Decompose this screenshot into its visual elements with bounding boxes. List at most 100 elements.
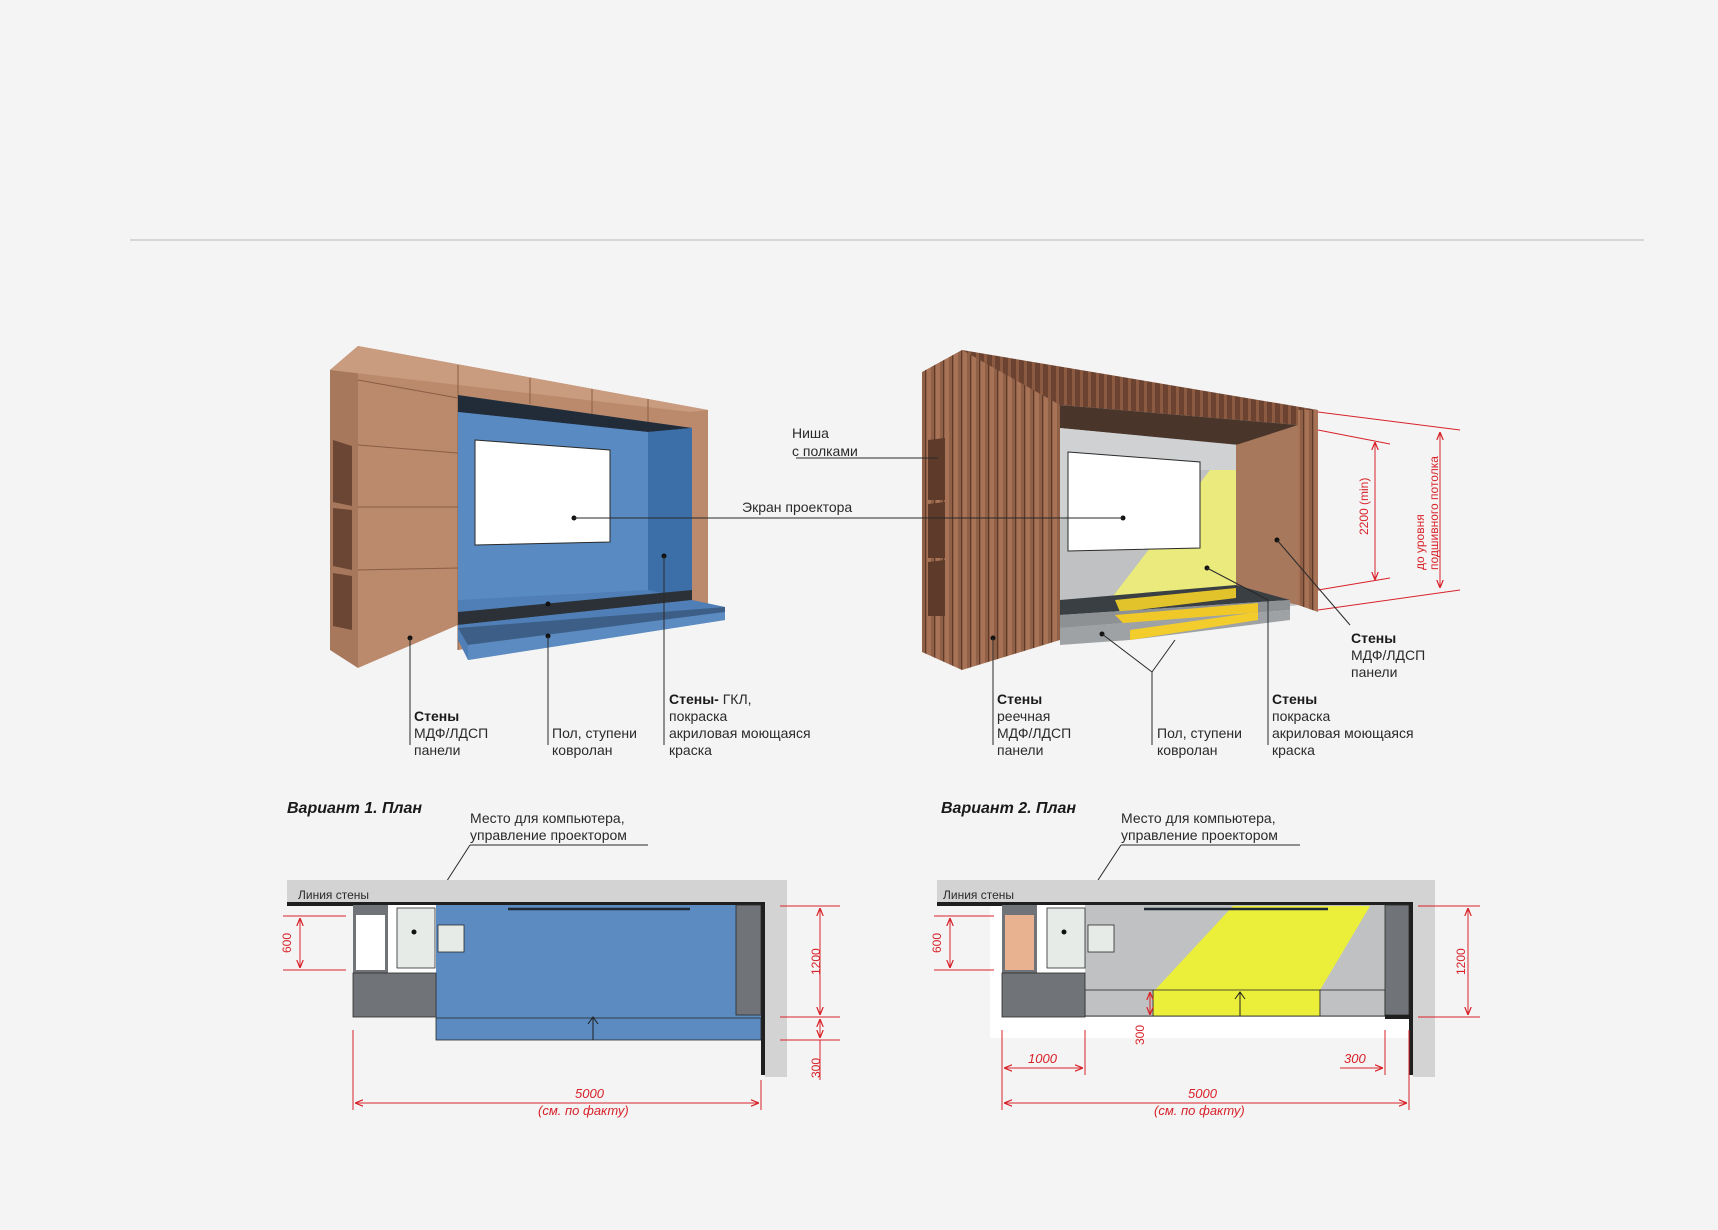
- diagram-shape: [1046, 907, 1086, 969]
- right-paint-line3: акриловая моющаяся: [1272, 725, 1414, 741]
- left-gkl-line3: акриловая моющаяся: [669, 725, 811, 741]
- ceiling-label-1: до уровня: [1413, 514, 1427, 570]
- plan1-dim-5000: 5000: [575, 1086, 605, 1101]
- plan2-wall-line-label: Линия стены: [943, 888, 1014, 902]
- diagram-shape: [1151, 639, 1176, 673]
- diagram-shape: [357, 379, 459, 399]
- upper-labels: Ниша с полками Экран проектора Стены МДФ…: [414, 425, 1441, 758]
- right-floor-line1: Пол, ступени: [1157, 725, 1242, 741]
- diagram-shape: [937, 902, 1413, 906]
- diagram-shape: [648, 428, 692, 600]
- diagram-shape: [1384, 904, 1410, 1016]
- right-side-line3: панели: [1351, 664, 1397, 680]
- diagram-shape: [1317, 577, 1391, 591]
- niche-label-1: Ниша: [792, 425, 829, 441]
- diagram-shape: [1236, 425, 1298, 605]
- right-walls-title: Стены: [997, 691, 1042, 707]
- diagram-shape: [333, 440, 352, 506]
- diagram-shape: [357, 567, 459, 571]
- plan1-dim-note: (см. по факту): [538, 1103, 629, 1118]
- left-floor-line2: ковролан: [552, 742, 612, 758]
- plan1-dim-300: 300: [809, 1058, 823, 1078]
- diagram-shape: [1061, 929, 1067, 935]
- diagram-shape: [1409, 902, 1413, 1075]
- plan2-computer-label-1: Место для компьютера,: [1121, 810, 1276, 826]
- diagram-shape: [1317, 429, 1391, 445]
- diagram-shape: [761, 902, 765, 1075]
- diagram-shape: [1084, 989, 1154, 1017]
- right-paint-line4: краска: [1272, 742, 1315, 758]
- left-gkl-rest: ГКЛ,: [719, 691, 752, 707]
- diagram-shape: [356, 915, 385, 970]
- plan1-computer-label-1: Место для компьютера,: [470, 810, 625, 826]
- diagram-shape: [1005, 915, 1034, 970]
- diagram-shape: [436, 905, 761, 1040]
- left-walls-line3: панели: [414, 742, 460, 758]
- diagram-shape: [1001, 972, 1086, 1018]
- plan2-dim-600: 600: [930, 933, 944, 953]
- diagram-shape: [437, 924, 465, 953]
- projector-screen-label: Экран проектора: [742, 499, 852, 515]
- diagram-shape: [1413, 880, 1435, 1077]
- left-gkl-line2: покраска: [669, 708, 727, 724]
- right-walls-line4: панели: [997, 742, 1043, 758]
- right-side-line2: МДФ/ЛДСП: [1351, 647, 1425, 663]
- plan2-dim-300-vertical: 300: [1133, 1025, 1147, 1045]
- plan1-wall-line-label: Линия стены: [298, 888, 369, 902]
- diagram-shape: [928, 502, 945, 558]
- diagram-shape: [928, 560, 945, 616]
- diagram-shape: [1087, 924, 1115, 953]
- diagram-shape: [1130, 612, 1258, 640]
- plan1-computer-label-2: управление проектором: [470, 827, 627, 843]
- left-gkl-line4: краска: [669, 742, 712, 758]
- plan1-title: Вариант 1. План: [287, 800, 422, 817]
- diagram-shape: [474, 439, 611, 546]
- right-side-title: Стены: [1351, 630, 1396, 646]
- diagram-shape: [765, 880, 787, 1077]
- plan2-dim-300-horizontal: 300: [1344, 1051, 1366, 1066]
- plan2-title: Вариант 2. План: [941, 800, 1076, 817]
- diagram-shape: [468, 612, 725, 660]
- upper-leaders: [409, 457, 1351, 745]
- diagram-shape: [333, 573, 352, 630]
- right-walls-line3: МДФ/ЛДСП: [997, 725, 1071, 741]
- diagram-shape: [1317, 411, 1461, 431]
- diagram-shape: [545, 601, 551, 607]
- diagram-shape: [1276, 539, 1351, 626]
- diagram-shape: [458, 590, 692, 625]
- diagram-shape: [1317, 589, 1461, 611]
- right-floor-line2: ковролан: [1157, 742, 1217, 758]
- plan-variant-1: Вариант 1. План Место для компьютера, уп…: [280, 800, 840, 1118]
- left-walls-line2: МДФ/ЛДСП: [414, 725, 488, 741]
- right-walls-line2: реечная: [997, 708, 1050, 724]
- diagram-shape: [1101, 633, 1153, 673]
- diagram-shape: [1152, 989, 1321, 1017]
- height-2200-label: 2200 (min): [1357, 478, 1371, 535]
- plan2-dim-note: (см. по факту): [1154, 1103, 1245, 1118]
- diagram-shape: [962, 350, 1060, 670]
- left-gkl-title-line: Стены- ГКЛ,: [669, 691, 752, 707]
- diagram-shape: [1155, 906, 1370, 990]
- variant1-3d-model: [330, 346, 725, 668]
- diagram-shape: [357, 444, 459, 454]
- diagram-shape: [330, 346, 708, 412]
- ceiling-label-2: подшивного потолка: [1427, 456, 1441, 570]
- diagram-shape: [735, 904, 762, 1016]
- diagram-shape: [587, 1016, 599, 1025]
- diagram-shape: [411, 929, 417, 935]
- diagram-shape: [287, 902, 765, 906]
- right-paint-title: Стены: [1272, 691, 1317, 707]
- left-floor-line1: Пол, ступени: [552, 725, 637, 741]
- diagram-shape: [1234, 991, 1246, 1000]
- diagram-shape: [962, 350, 1318, 428]
- plan1-dim-1200: 1200: [809, 948, 823, 975]
- left-gkl-title: Стены-: [669, 691, 719, 707]
- right-paint-line2: покраска: [1272, 708, 1330, 724]
- diagram-shape: [287, 880, 787, 905]
- plan2-computer-label-2: управление проектором: [1121, 827, 1278, 843]
- plan2-dim-5000: 5000: [1188, 1086, 1218, 1101]
- diagram-shape: [396, 907, 436, 969]
- variant2-3d-model: [922, 350, 1461, 670]
